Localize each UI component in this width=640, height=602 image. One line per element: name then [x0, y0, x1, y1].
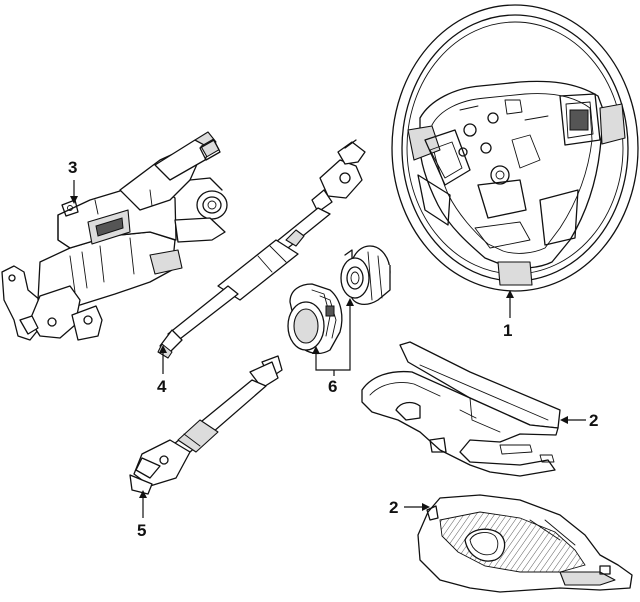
callout-2-upper: 2	[560, 411, 598, 430]
steering-wheel	[391, 4, 639, 292]
upper-intermediate-shaft	[157, 139, 366, 359]
callout-1-label: 1	[503, 321, 512, 340]
callout-6: 6	[312, 298, 354, 396]
callout-3: 3	[68, 158, 78, 204]
callout-2-lower-label: 2	[389, 498, 398, 517]
lower-intermediate-shaft	[129, 355, 283, 495]
callout-6-label: 6	[328, 377, 337, 396]
callout-5-label: 5	[137, 521, 146, 540]
callout-2-lower: 2	[389, 498, 430, 517]
callout-4-label: 4	[157, 377, 167, 396]
clock-spring	[287, 245, 391, 355]
callout-2-upper-label: 2	[589, 411, 598, 430]
upper-column-cover	[361, 341, 561, 477]
lower-column-cover	[417, 494, 633, 593]
steering-column-assembly	[1, 131, 228, 341]
callout-1: 1	[503, 290, 514, 340]
callout-3-label: 3	[68, 158, 77, 177]
callout-4: 4	[157, 345, 167, 396]
callout-5: 5	[137, 490, 147, 540]
